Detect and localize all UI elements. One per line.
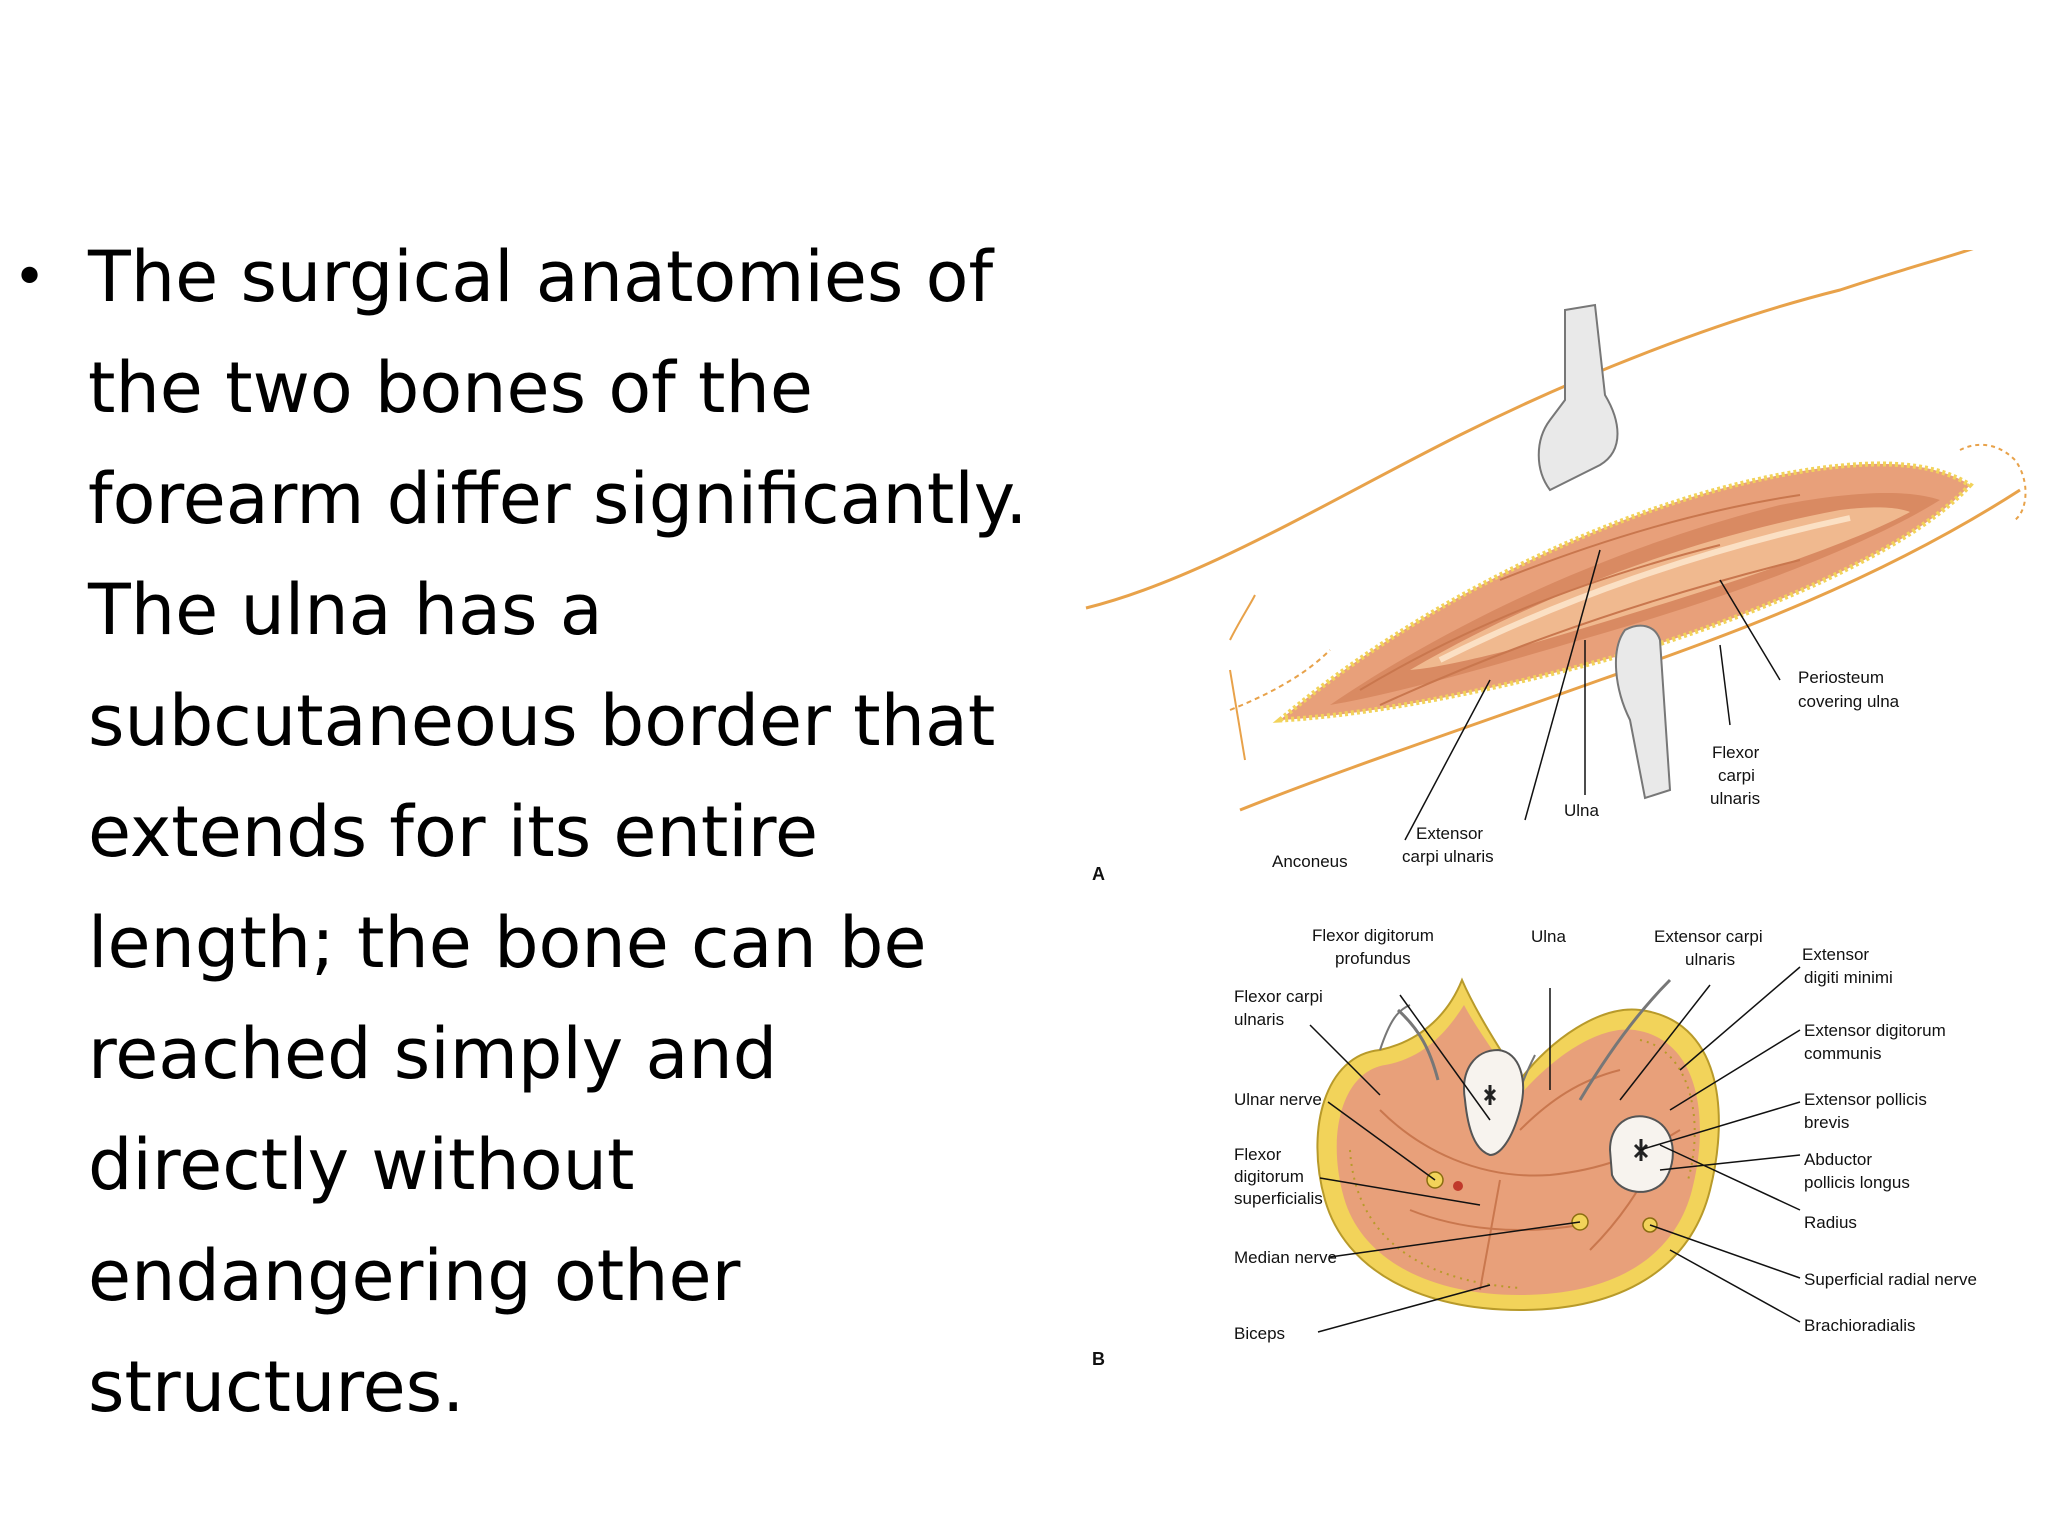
label-b-fdp-2: profundus [1335,949,1411,968]
label-b-apl-2: pollicis longus [1804,1173,1910,1192]
label-a-anconeus: Anconeus [1272,852,1348,871]
label-b-edc-2: communis [1804,1044,1881,1063]
label-a-fcu-2: carpi [1718,766,1755,785]
label-b-ecu-2: ulnaris [1685,950,1735,969]
text-line: extends for its entire [88,791,819,873]
text-line: structures. [88,1346,465,1428]
label-b-ecu-1: Extensor carpi [1654,927,1763,946]
label-b-ulna: Ulna [1531,927,1567,946]
anatomy-figure: Periosteum covering ulna Flexor carpi ul… [1080,250,2048,1390]
label-a-periosteum-1: Periosteum [1798,668,1884,687]
text-line: The ulna has a [88,569,603,651]
text-line: endangering other [88,1235,741,1317]
label-a-fcu-3: ulnaris [1710,789,1760,808]
anatomy-illustration: Periosteum covering ulna Flexor carpi ul… [1085,250,2027,1369]
label-b-srn: Superficial radial nerve [1804,1270,1977,1289]
label-b-radius: Radius [1804,1213,1857,1232]
label-b-biceps: Biceps [1234,1324,1285,1343]
bullet-dot: • [13,245,47,310]
label-b-fcu-2: ulnaris [1234,1010,1284,1029]
bullet-text-block: • The surgical anatomies of the two bone… [13,222,1098,1443]
text-line: length; the bone can be [88,902,927,984]
panel-b-letter: B [1092,1349,1105,1369]
label-a-fcu-1: Flexor [1712,743,1760,762]
label-b-epb-2: brevis [1804,1113,1849,1132]
text-line: the two bones of the [88,347,813,429]
label-b-ulnar-nerve: Ulnar nerve [1234,1090,1322,1109]
label-b-fdp-1: Flexor digitorum [1312,926,1434,945]
label-b-epb-1: Extensor pollicis [1804,1090,1927,1109]
text-line: forearm differ significantly. [88,458,1028,540]
label-b-fds-2: digitorum [1234,1167,1304,1186]
panel-a-letter: A [1092,864,1105,884]
panel-a-illustration [1085,250,2027,841]
panel-b-illustration [1309,966,1801,1333]
label-b-edm-1: Extensor [1802,945,1869,964]
text-line: subcutaneous border that [88,680,996,762]
text-line: The surgical anatomies of [88,236,994,318]
text-line: reached simply and [88,1013,778,1095]
text-line: directly without [88,1124,635,1206]
label-b-fds-3: superficialis [1234,1189,1323,1208]
label-b-median-nerve: Median nerve [1234,1248,1337,1267]
label-b-brachioradialis: Brachioradialis [1804,1316,1916,1335]
label-a-ulna: Ulna [1564,801,1600,820]
label-b-fds-1: Flexor [1234,1145,1282,1164]
label-b-edc-1: Extensor digitorum [1804,1021,1946,1040]
label-a-ecu-2: carpi ulnaris [1402,847,1494,866]
label-b-fcu-1: Flexor carpi [1234,987,1323,1006]
label-b-apl-1: Abductor [1804,1150,1872,1169]
label-a-ecu-1: Extensor [1416,824,1483,843]
label-b-edm-2: digiti minimi [1804,968,1893,987]
label-a-periosteum-2: covering ulna [1798,692,1900,711]
